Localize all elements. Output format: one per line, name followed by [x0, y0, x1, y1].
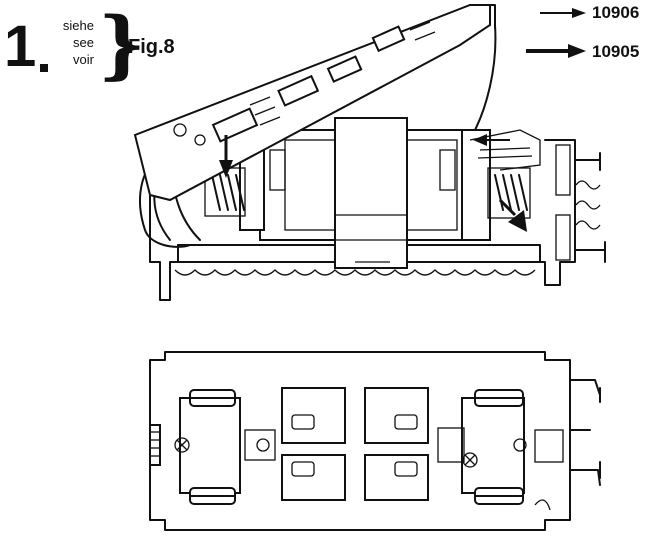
- gear-pointer-arrow-left-icon: [219, 135, 233, 178]
- chassis-side-view: [139, 117, 606, 301]
- step-number-dot: [40, 64, 48, 72]
- figure-reference: Fig.8: [128, 36, 175, 58]
- gear-pointer-arrow-right-icon: [498, 198, 527, 232]
- part-arrow-bold-icon: [526, 44, 586, 58]
- see-word-english: see: [73, 35, 94, 50]
- board-pointer-arrow-icon: [473, 134, 510, 146]
- lifted-circuit-board: [133, 4, 497, 202]
- part-number-10905: 10905: [592, 42, 640, 61]
- see-reference-words: siehe see voir: [52, 17, 94, 68]
- part-number-10906: 10906: [592, 3, 640, 22]
- see-word-french: voir: [73, 52, 94, 67]
- chassis-bottom-view: [149, 351, 601, 531]
- part-arrow-thin-icon: [540, 8, 586, 18]
- step-number: 1: [4, 14, 36, 79]
- see-word-german: siehe: [62, 18, 94, 33]
- curly-brace-icon: }: [98, 2, 146, 88]
